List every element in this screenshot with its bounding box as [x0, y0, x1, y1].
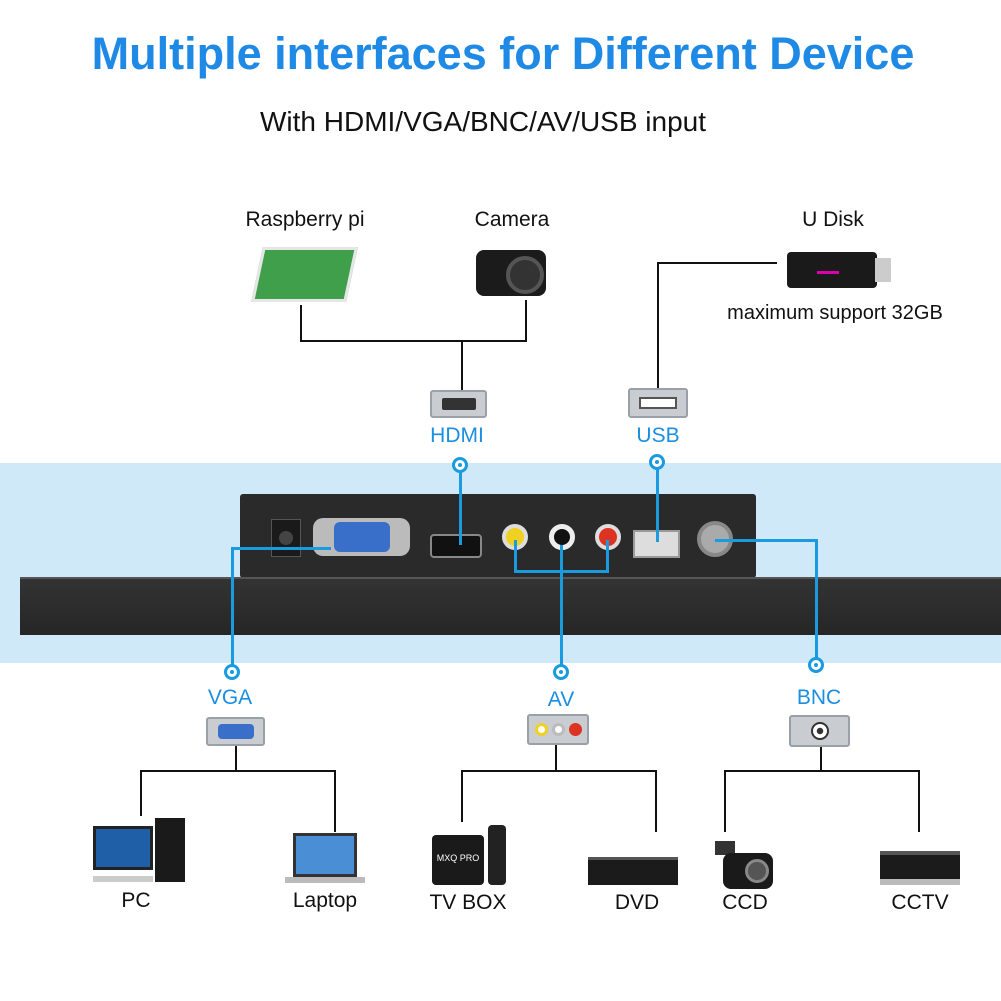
- tvbox-label: TV BOX: [429, 891, 507, 914]
- tree-line: [140, 770, 142, 816]
- dvd-label: DVD: [614, 891, 660, 914]
- vga-connector-line: [231, 547, 234, 672]
- raspberry-pi-image: [251, 247, 358, 302]
- tree-line: [140, 770, 336, 772]
- ccd-label: CCD: [722, 891, 768, 914]
- bnc-connector-line: [715, 539, 818, 542]
- av-connector-line: [606, 540, 609, 572]
- tree-line: [657, 262, 777, 264]
- tree-line: [300, 340, 527, 342]
- tree-line: [657, 262, 659, 390]
- bnc-connector-dot: [808, 657, 824, 673]
- tree-line: [724, 770, 726, 832]
- udisk-label: U Disk: [802, 208, 864, 231]
- laptop-label: Laptop: [292, 889, 358, 912]
- usb-connector-line: [656, 462, 659, 542]
- usb-icon: [628, 388, 688, 418]
- vga-icon: [206, 717, 265, 746]
- udisk-note: maximum support 32GB: [727, 302, 943, 324]
- udisk-image: [787, 252, 891, 288]
- av-connector-dot: [553, 664, 569, 680]
- tree-line: [820, 747, 822, 771]
- tree-line: [724, 770, 920, 772]
- vga-connector-line: [231, 547, 331, 550]
- tvbox-image: MXQ PRO: [432, 825, 512, 885]
- tvbox-brand: MXQ PRO: [432, 835, 484, 885]
- camera-image: [476, 250, 546, 296]
- tree-line: [461, 340, 463, 390]
- tree-line: [461, 770, 463, 822]
- cctv-label: CCTV: [891, 891, 949, 914]
- usb-connector-dot: [649, 454, 665, 470]
- tree-line: [461, 770, 657, 772]
- vga-label: VGA: [207, 686, 253, 709]
- ccd-camera-image: [715, 841, 775, 889]
- tree-line: [334, 770, 336, 832]
- bnc-connector-line: [815, 539, 818, 665]
- monitor-body: [20, 577, 1001, 635]
- page-title: Multiple interfaces for Different Device: [91, 28, 915, 79]
- tree-line: [525, 300, 527, 342]
- tree-line: [918, 770, 920, 832]
- av-connector-line: [514, 540, 517, 572]
- tree-line: [655, 770, 657, 832]
- hdmi-port: [430, 534, 482, 558]
- pc-image: [93, 818, 188, 884]
- bnc-label: BNC: [796, 686, 842, 709]
- hdmi-connector-line: [459, 465, 462, 545]
- vga-port: [313, 518, 410, 556]
- tree-line: [555, 745, 557, 771]
- laptop-image: [285, 833, 365, 887]
- tree-line: [235, 746, 237, 771]
- hdmi-label: HDMI: [430, 424, 484, 447]
- vga-connector-dot: [224, 664, 240, 680]
- hdmi-connector-dot: [452, 457, 468, 473]
- hdmi-icon: [430, 390, 487, 418]
- pc-label: PC: [121, 889, 151, 912]
- av-icon: [527, 714, 589, 745]
- camera-label: Camera: [474, 208, 550, 231]
- power-jack: [271, 519, 301, 557]
- raspberry-pi-label: Raspberry pi: [245, 208, 365, 231]
- av-connector-line: [560, 545, 563, 672]
- dvd-image: [588, 857, 678, 885]
- bnc-icon: [789, 715, 850, 747]
- subtitle: With HDMI/VGA/BNC/AV/USB input: [259, 106, 707, 137]
- cctv-dvr-image: [880, 851, 960, 885]
- usb-label: USB: [636, 424, 680, 447]
- av-label: AV: [547, 688, 575, 711]
- tree-line: [300, 305, 302, 341]
